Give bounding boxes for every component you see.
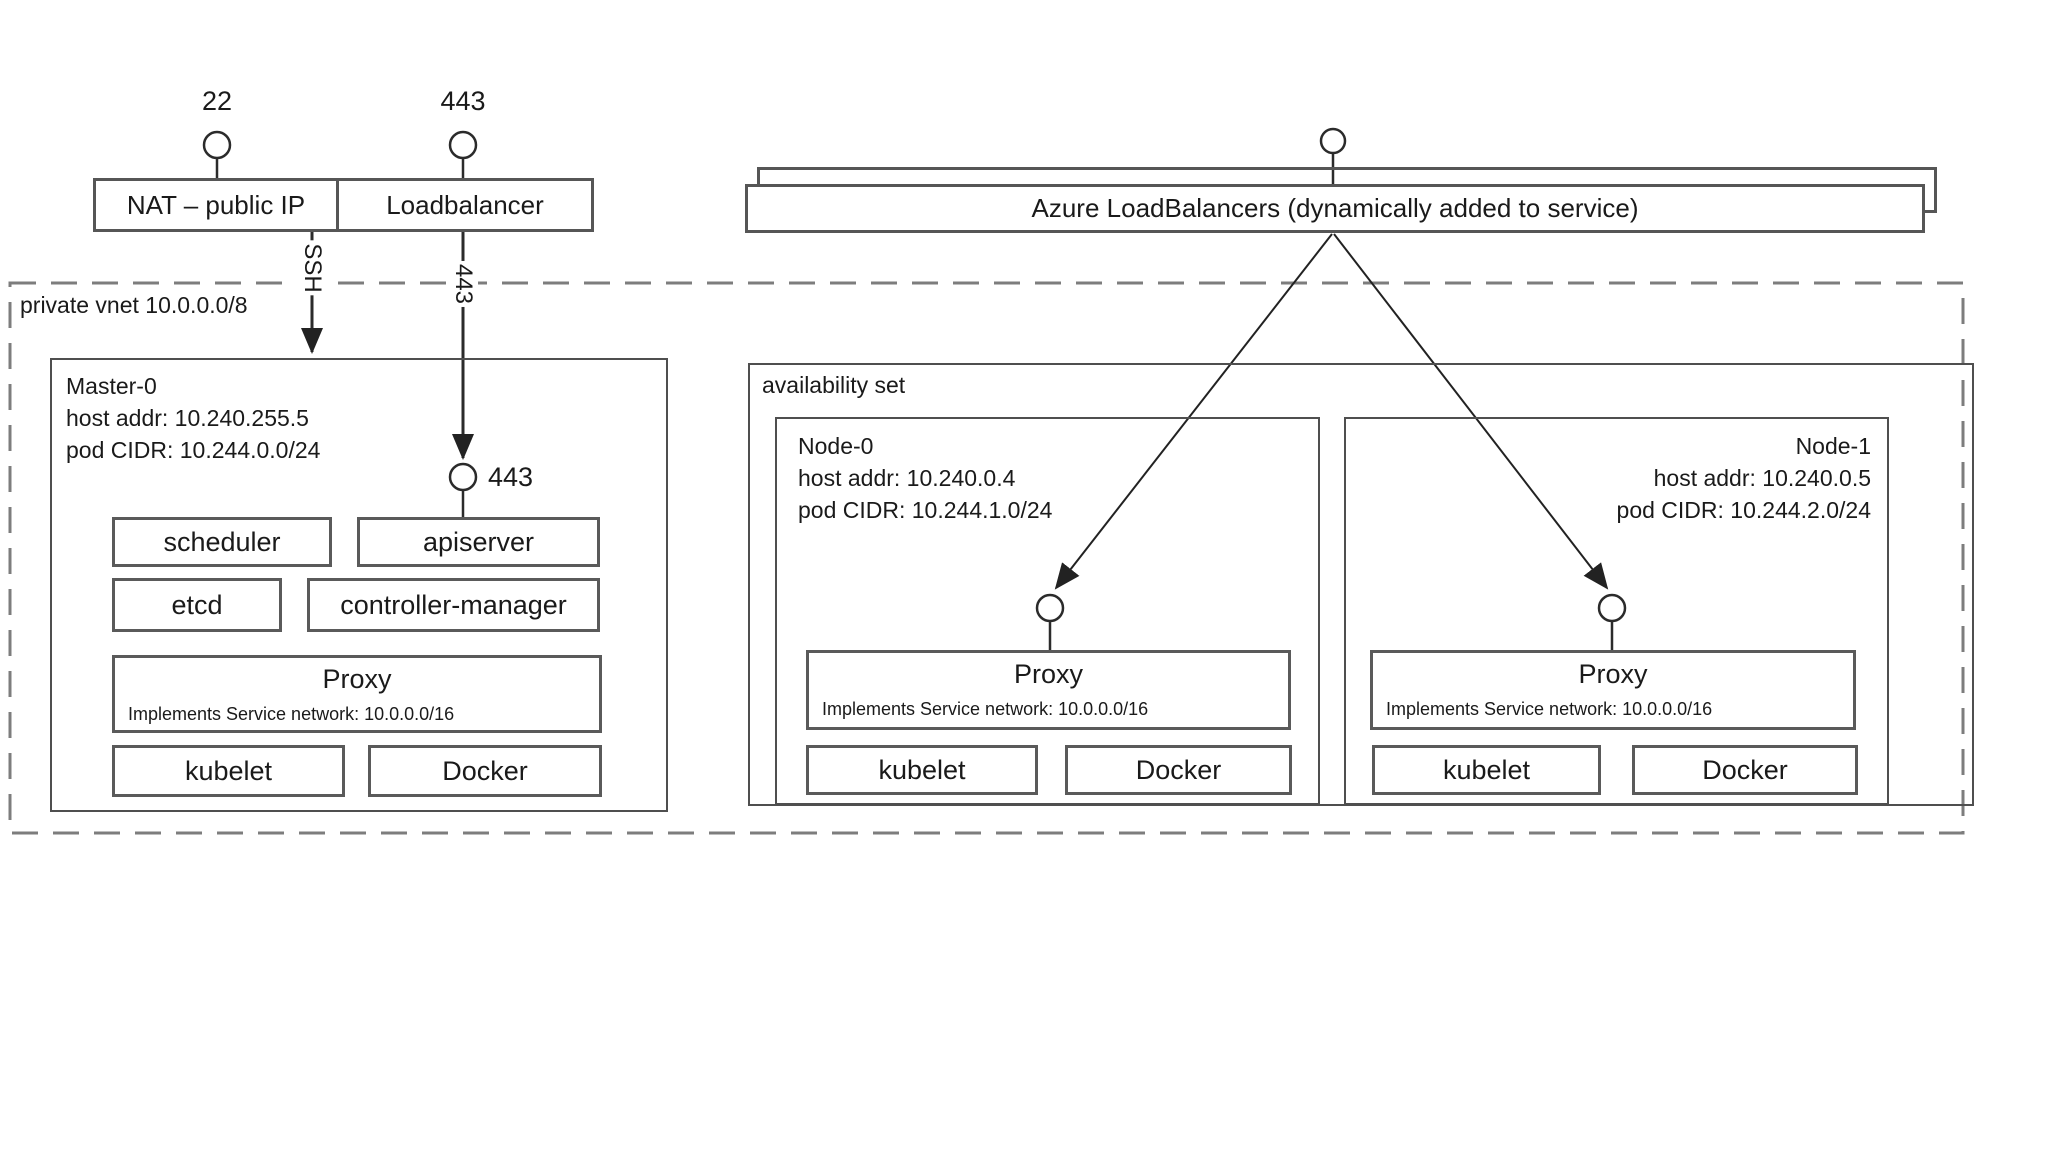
port-22-label: 22: [201, 86, 233, 116]
private-vnet-boundary: [8, 281, 1965, 835]
node1-proxy-label: Proxy: [1578, 659, 1648, 689]
node1-docker-box: Docker: [1632, 745, 1858, 795]
port-22-circle: [202, 130, 232, 160]
vnet-label: private vnet 10.0.0.0/8: [20, 292, 248, 318]
master-pod-cidr: pod CIDR: 10.244.0.0/24: [66, 437, 321, 463]
azure-loadbalancers-label: Azure LoadBalancers (dynamically added t…: [1031, 193, 1639, 223]
master-title: Master-0: [66, 373, 157, 399]
master-proxy-label: Proxy: [322, 664, 392, 694]
apiserver-box: apiserver: [357, 517, 600, 567]
node1-info: Node-1 host addr: 10.240.0.5 pod CIDR: 1…: [1617, 430, 1871, 526]
loadbalancer-box: Loadbalancer: [336, 178, 594, 232]
node0-pod-cidr: pod CIDR: 10.244.1.0/24: [798, 497, 1053, 523]
master-kubelet-box: kubelet: [112, 745, 345, 797]
node1-proxy-box: Proxy Implements Service network: 10.0.0…: [1370, 650, 1856, 730]
apiserver-label: apiserver: [422, 526, 535, 557]
azure-to-node0-arrow: [1054, 233, 1333, 590]
node0-proxy-note: Implements Service network: 10.0.0.0/16: [822, 699, 1149, 719]
node0-kubelet-label: kubelet: [878, 754, 966, 785]
node0-docker-box: Docker: [1065, 745, 1292, 795]
controller-manager-box: controller-manager: [307, 578, 600, 632]
master-box: [50, 358, 668, 812]
etcd-label: etcd: [171, 589, 223, 620]
azure-to-node1-arrow: [1333, 233, 1609, 590]
node1-kubelet-box: kubelet: [1372, 745, 1601, 795]
node0-kubelet-box: kubelet: [806, 745, 1038, 795]
node0-docker-label: Docker: [1135, 754, 1222, 785]
master-proxy-note: Implements Service network: 10.0.0.0/16: [128, 704, 455, 724]
node1-box: [1344, 417, 1889, 805]
availability-set-box: [748, 363, 1974, 806]
controller-manager-label: controller-manager: [340, 589, 567, 620]
azure-lb-port-circle: [1319, 127, 1347, 155]
node0-title: Node-0: [798, 433, 874, 459]
master-docker-box: Docker: [368, 745, 602, 797]
node1-pod-cidr: pod CIDR: 10.244.2.0/24: [1616, 497, 1871, 523]
node1-kubelet-label: kubelet: [1442, 754, 1531, 785]
https-arrow-label: 443: [448, 260, 478, 308]
nat-label: NAT – public IP: [126, 189, 306, 220]
node1-proxy-note: Implements Service network: 10.0.0.0/16: [1386, 699, 1713, 719]
ssh-arrow-label: SSH: [297, 240, 327, 296]
apiserver-port-label: 443: [488, 462, 534, 492]
port-443-label: 443: [440, 86, 486, 116]
master-kubelet-label: kubelet: [184, 755, 273, 786]
node1-host-addr: host addr: 10.240.0.5: [1653, 465, 1871, 491]
loadbalancer-label: Loadbalancer: [386, 189, 544, 220]
azure-loadbalancers-box: Azure LoadBalancers (dynamically added t…: [745, 184, 1925, 233]
scheduler-box: scheduler: [112, 517, 332, 567]
master-proxy-box: Proxy Implements Service network: 10.0.0…: [112, 655, 602, 733]
node0-host-addr: host addr: 10.240.0.4: [798, 465, 1016, 491]
node1-title: Node-1: [1795, 433, 1871, 459]
master-host-addr: host addr: 10.240.255.5: [66, 405, 309, 431]
port-443-circle: [448, 130, 478, 160]
master-docker-label: Docker: [442, 755, 528, 786]
node0-proxy-box: Proxy Implements Service network: 10.0.0…: [806, 650, 1291, 730]
node1-docker-label: Docker: [1702, 754, 1788, 785]
master-info: Master-0 host addr: 10.240.255.5 pod CID…: [66, 370, 320, 466]
availability-set-label: availability set: [762, 372, 906, 398]
nat-box: NAT – public IP: [93, 178, 339, 232]
node0-info: Node-0 host addr: 10.240.0.4 pod CIDR: 1…: [798, 430, 1052, 526]
node0-box: [775, 417, 1320, 805]
etcd-box: etcd: [112, 578, 282, 632]
node0-proxy-label: Proxy: [1013, 659, 1084, 689]
scheduler-label: scheduler: [163, 526, 281, 557]
